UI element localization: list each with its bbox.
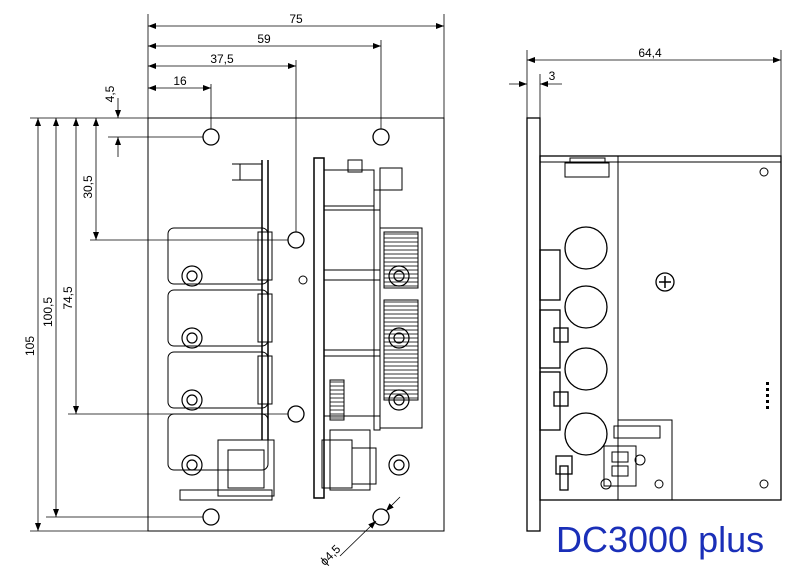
dim-panel-thickness: 3: [549, 69, 556, 83]
dim-hole-left-offset: 16: [173, 74, 187, 88]
dim-hole-vertical-span: 100,5: [41, 297, 55, 327]
dim-total-height: 105: [23, 336, 37, 356]
right-board-components: [313, 157, 423, 499]
side-panel: [526, 117, 541, 532]
front-dimension-lines: [30, 14, 445, 557]
dim-total-depth: 64,4: [638, 46, 662, 60]
left-board-components: [167, 160, 275, 501]
side-view: [526, 117, 782, 532]
dim-hole-diameter: ϕ4,5: [317, 542, 344, 569]
front-dimension-texts: 75 59 37,5 16 105 100,5 74,5 30,5 4,5 ϕ4…: [23, 12, 344, 568]
side-board: [539, 155, 782, 501]
dim-lower-hole-vertical: 74,5: [61, 286, 75, 310]
product-label: DC3000 plus: [556, 519, 765, 560]
dim-center-hole-vertical: 30,5: [81, 175, 95, 199]
dim-hole-right-offset: 59: [257, 32, 271, 46]
side-capacitors: [539, 226, 608, 491]
screw-icon: [655, 272, 675, 292]
side-dimension-lines: [509, 50, 782, 156]
side-dimension-texts: 64,4 3: [549, 46, 662, 83]
dim-top-margin: 4,5: [103, 85, 117, 102]
dim-center-hole-offset: 37,5: [210, 52, 234, 66]
front-view: [147, 117, 445, 532]
dim-total-width: 75: [289, 12, 303, 26]
